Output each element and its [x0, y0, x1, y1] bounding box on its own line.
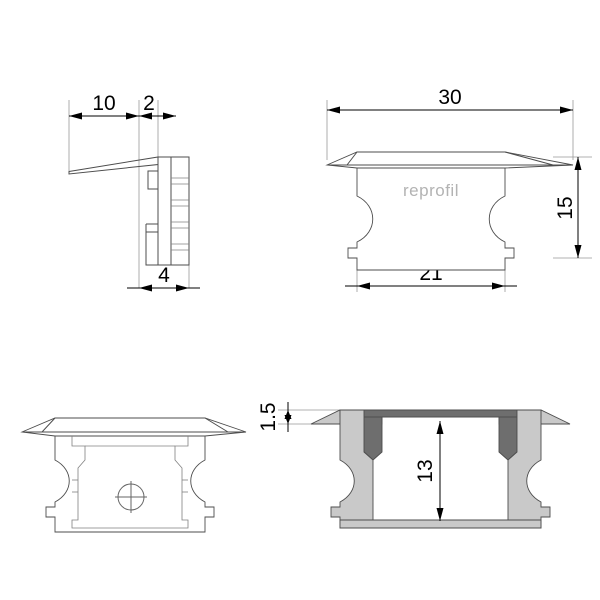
dimension-2-label: 2 [143, 92, 155, 115]
front-view-body [347, 167, 515, 271]
dimension-2: 2 [139, 92, 176, 120]
dimension-30-label: 30 [438, 86, 461, 109]
side-view-extension-lines [68, 100, 190, 288]
dimension-10-label: 10 [92, 92, 115, 115]
dimension-30: 30 [327, 86, 573, 114]
dimension-15-label: 15 [554, 196, 577, 219]
view-rear-bottom-left [20, 417, 247, 533]
center-mark [115, 481, 147, 513]
dimension-4-label: 4 [158, 264, 170, 287]
dimension-10: 10 [69, 92, 139, 120]
dimension-13: 13 [414, 421, 444, 521]
dimension-13-label: 13 [414, 459, 437, 482]
dimension-1-5-label: 1.5 [257, 402, 280, 431]
dimension-4: 4 [127, 264, 200, 292]
view-side-top-left: 10 2 4 [68, 92, 200, 292]
side-view-body [145, 156, 190, 266]
section-view-top-rail [339, 409, 542, 461]
rear-view-flange [20, 417, 247, 437]
dimension-1-5: 1.5 [257, 402, 292, 432]
view-section-bottom-right: 1.5 13 [257, 402, 571, 529]
view-front-top-right: 30 15 21 reprofil [325, 86, 592, 292]
brand-label: reprofil [403, 181, 459, 200]
section-view-body [330, 409, 551, 529]
dimension-15: 15 [554, 157, 582, 258]
rear-view-inner-cavity [71, 436, 189, 529]
